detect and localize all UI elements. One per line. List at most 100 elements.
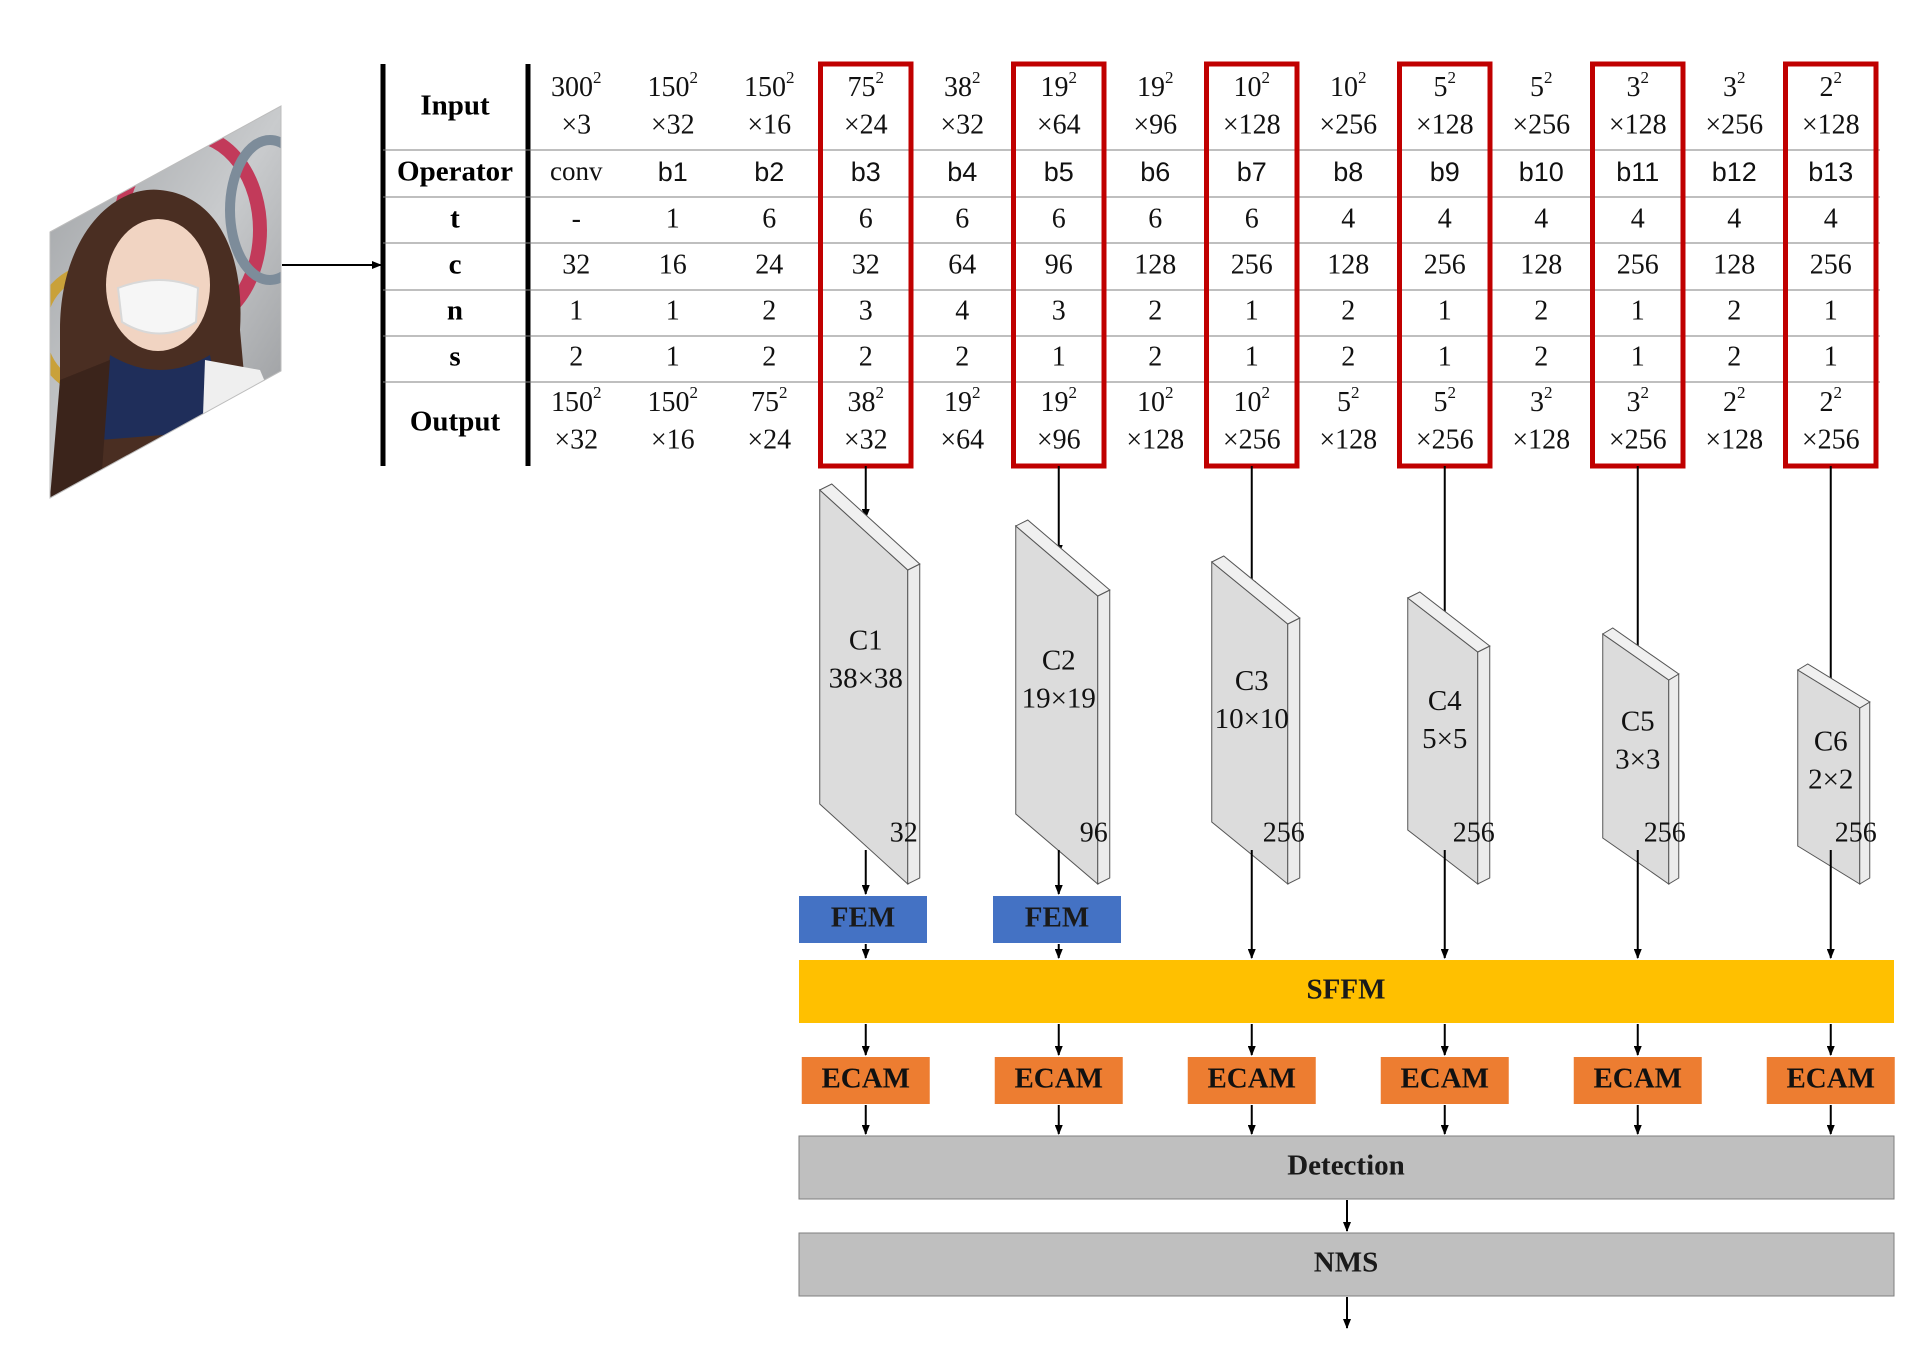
feature-map-channels: 256 (1263, 817, 1305, 848)
ecam-label: ECAM (821, 1063, 910, 1095)
row-label-operator: Operator (397, 156, 513, 188)
t-cell: 1 (666, 203, 680, 234)
n-cell: 1 (666, 295, 680, 326)
output-size-cell: 22 (1820, 383, 1843, 419)
n-cell: 1 (1631, 295, 1645, 326)
c-cell: 256 (1231, 249, 1273, 280)
input-size-cell: 32 (1723, 68, 1746, 104)
input-size-cell: 382 (944, 68, 981, 104)
n-cell: 3 (859, 295, 873, 326)
input-size-cell: 752 (848, 68, 885, 104)
input-image (49, 105, 282, 499)
input-size-cell: 52 (1530, 68, 1553, 104)
input-channels-cell: ×128 (1609, 109, 1667, 140)
n-cell: 1 (569, 295, 583, 326)
ecam-module: ECAM (994, 1024, 1123, 1135)
ecam-label: ECAM (1014, 1063, 1103, 1095)
feature-map-size: 19×19 (1022, 683, 1096, 715)
sffm-box (799, 960, 1894, 1023)
output-channels-cell: ×256 (1416, 424, 1474, 455)
operator-cell: b10 (1519, 157, 1564, 187)
ecam-box (1187, 1057, 1316, 1104)
t-cell: 6 (1148, 203, 1162, 234)
feature-map-side (1859, 701, 1871, 885)
output-channels-cell: ×128 (1319, 424, 1377, 455)
s-cell: 2 (569, 341, 583, 372)
ecam-module: ECAM (1380, 1024, 1509, 1135)
s-cell: 2 (1534, 341, 1548, 372)
ecam-box (994, 1057, 1123, 1104)
input-size-cell: 52 (1434, 68, 1457, 104)
s-cell: 1 (1438, 341, 1452, 372)
c-cell: 128 (1520, 249, 1562, 280)
c-cell: 32 (562, 249, 590, 280)
t-cell: 4 (1438, 203, 1452, 234)
output-channels-cell: ×128 (1705, 424, 1763, 455)
n-cell: 2 (1148, 295, 1162, 326)
t-cell: - (572, 203, 581, 234)
n-cell: 1 (1245, 295, 1259, 326)
input-channels-cell: ×128 (1223, 109, 1281, 140)
t-cell: 4 (1631, 203, 1645, 234)
ecam-module: ECAM (1766, 1024, 1895, 1135)
feature-map-size: 5×5 (1422, 723, 1467, 755)
operator-cell: b3 (851, 157, 881, 187)
input-channels-cell: ×128 (1802, 109, 1860, 140)
operator-cell: b6 (1140, 157, 1170, 187)
operator-cell: b11 (1616, 157, 1659, 187)
ecam-label: ECAM (1400, 1063, 1489, 1095)
ecam-box (1573, 1057, 1702, 1104)
ecam-box (1380, 1057, 1509, 1104)
feature-map-name: C2 (1042, 645, 1076, 677)
n-cell: 2 (1341, 295, 1355, 326)
nms-label: NMS (1314, 1247, 1378, 1279)
c-cell: 128 (1327, 249, 1369, 280)
input-channels-cell: ×256 (1705, 109, 1763, 140)
feature-map-channels: 32 (890, 817, 918, 848)
operator-cell: b13 (1808, 157, 1853, 187)
row-label-c: c (449, 249, 462, 281)
t-cell: 6 (1245, 203, 1259, 234)
output-size-cell: 102 (1137, 383, 1174, 419)
fem-label: FEM (1025, 902, 1089, 934)
c-cell: 16 (659, 249, 687, 280)
row-label-n: n (447, 295, 463, 327)
output-channels-cell: ×32 (554, 424, 598, 455)
fem-box (993, 896, 1121, 943)
output-size-cell: 52 (1337, 383, 1360, 419)
detection-label: Detection (1287, 1150, 1405, 1182)
ecam-box (801, 1057, 930, 1104)
ecam-module: ECAM (1573, 1024, 1702, 1135)
fem-module-2: FEM (993, 896, 1121, 943)
output-channels-cell: ×32 (844, 424, 888, 455)
n-cell: 3 (1052, 295, 1066, 326)
s-cell: 2 (955, 341, 969, 372)
feature-map-top (1406, 591, 1491, 653)
feature-map-size: 10×10 (1215, 703, 1289, 735)
operator-cell: b8 (1333, 157, 1363, 187)
output-size-cell: 102 (1234, 383, 1271, 419)
s-cell: 2 (1341, 341, 1355, 372)
operator-cell: b4 (947, 157, 977, 187)
ecam-label: ECAM (1786, 1063, 1875, 1095)
feature-map-channels: 256 (1835, 817, 1877, 848)
output-channels-cell: ×256 (1223, 424, 1281, 455)
feature-map-top (1601, 627, 1680, 681)
t-cell: 4 (1727, 203, 1741, 234)
feature-map-top (1014, 519, 1111, 597)
output-channels-cell: ×16 (651, 424, 695, 455)
feature-maps: C138×3832C219×1996C310×10256C45×5256C53×… (818, 466, 1877, 959)
detection-box (798, 1135, 1895, 1200)
input-size-cell: 102 (1234, 68, 1271, 104)
ecam-module: ECAM (801, 1024, 930, 1135)
